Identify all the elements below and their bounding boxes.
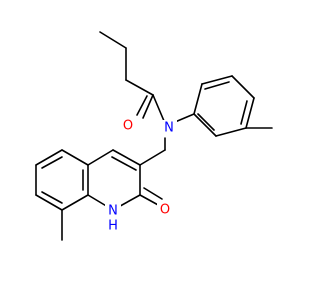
bond — [142, 94, 154, 119]
bond — [41, 191, 63, 204]
bond — [197, 113, 215, 131]
bond — [112, 149, 141, 166]
atom-label-nitrogen-lactam-h: H — [108, 219, 118, 234]
bond — [61, 194, 89, 211]
bond — [41, 156, 63, 169]
bond — [87, 149, 114, 166]
bond — [35, 194, 63, 211]
bond-layer — [35, 31, 273, 241]
atom-label-nitrogen-amide: N — [164, 121, 174, 136]
bond — [125, 79, 154, 96]
bond — [61, 149, 89, 166]
bond — [139, 194, 161, 207]
bond — [136, 95, 148, 116]
bond — [143, 187, 163, 200]
bond — [245, 97, 255, 129]
bond — [111, 156, 137, 171]
bond — [139, 149, 166, 166]
bond — [204, 81, 230, 90]
bond — [99, 31, 127, 49]
bond — [193, 113, 217, 137]
bond — [35, 149, 63, 166]
bond — [201, 75, 233, 85]
bond — [240, 100, 248, 125]
atom-label-oxygen-lactam: O — [160, 203, 170, 218]
molecule-diagram: O N O N H — [35, 31, 273, 241]
bond — [193, 83, 203, 115]
bond — [231, 75, 255, 99]
atom-label-layer: O N O N H — [105, 118, 177, 234]
bond — [215, 127, 247, 137]
atom-label-oxygen-amide: O — [123, 119, 133, 134]
bond — [174, 113, 195, 123]
atom-label-nitrogen-lactam: N — [108, 204, 118, 219]
